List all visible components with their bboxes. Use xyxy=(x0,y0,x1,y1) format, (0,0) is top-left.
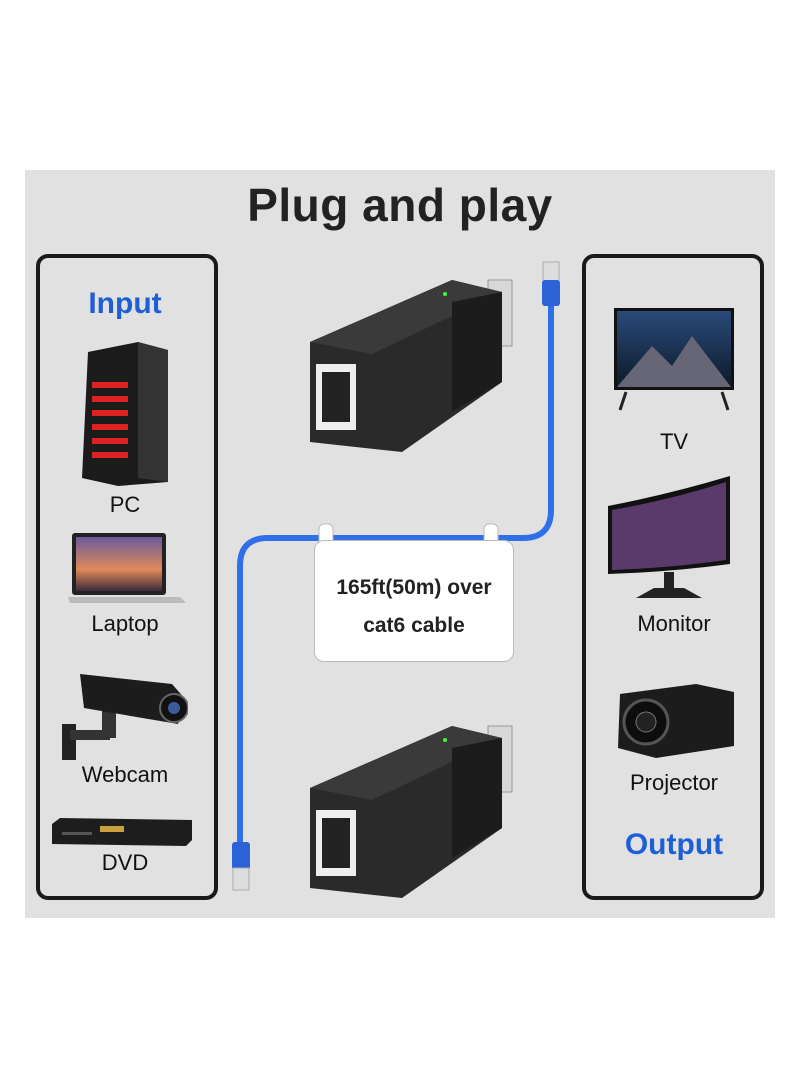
hdmi-extender-receiver xyxy=(310,725,513,898)
dvd-player-icon xyxy=(52,818,192,846)
cable-length-note: 165ft(50m) over cat6 cable xyxy=(314,540,514,662)
output-heading: Output xyxy=(624,828,724,861)
input-label-webcam: Webcam xyxy=(81,762,169,787)
cable-note-line1: 165ft(50m) over xyxy=(336,576,492,599)
hdmi-extender-transmitter xyxy=(310,279,513,452)
projector-icon xyxy=(618,684,734,758)
tv-icon xyxy=(614,308,734,411)
input-label-laptop: Laptop xyxy=(91,611,159,636)
monitor-icon xyxy=(608,476,730,598)
laptop-icon xyxy=(68,533,186,603)
webcam-icon xyxy=(62,674,188,760)
input-heading: Input xyxy=(88,287,162,320)
output-panel xyxy=(582,254,764,900)
cable-note-line2: cat6 cable xyxy=(363,614,465,637)
output-label-monitor: Monitor xyxy=(637,611,711,636)
input-label-dvd: DVD xyxy=(101,850,149,875)
page-title: Plug and play xyxy=(247,179,553,231)
input-label-pc: PC xyxy=(109,492,141,517)
input-panel xyxy=(36,254,218,900)
pc-tower-icon xyxy=(82,342,168,486)
output-label-tv: TV xyxy=(659,429,689,454)
output-label-projector: Projector xyxy=(629,770,719,795)
